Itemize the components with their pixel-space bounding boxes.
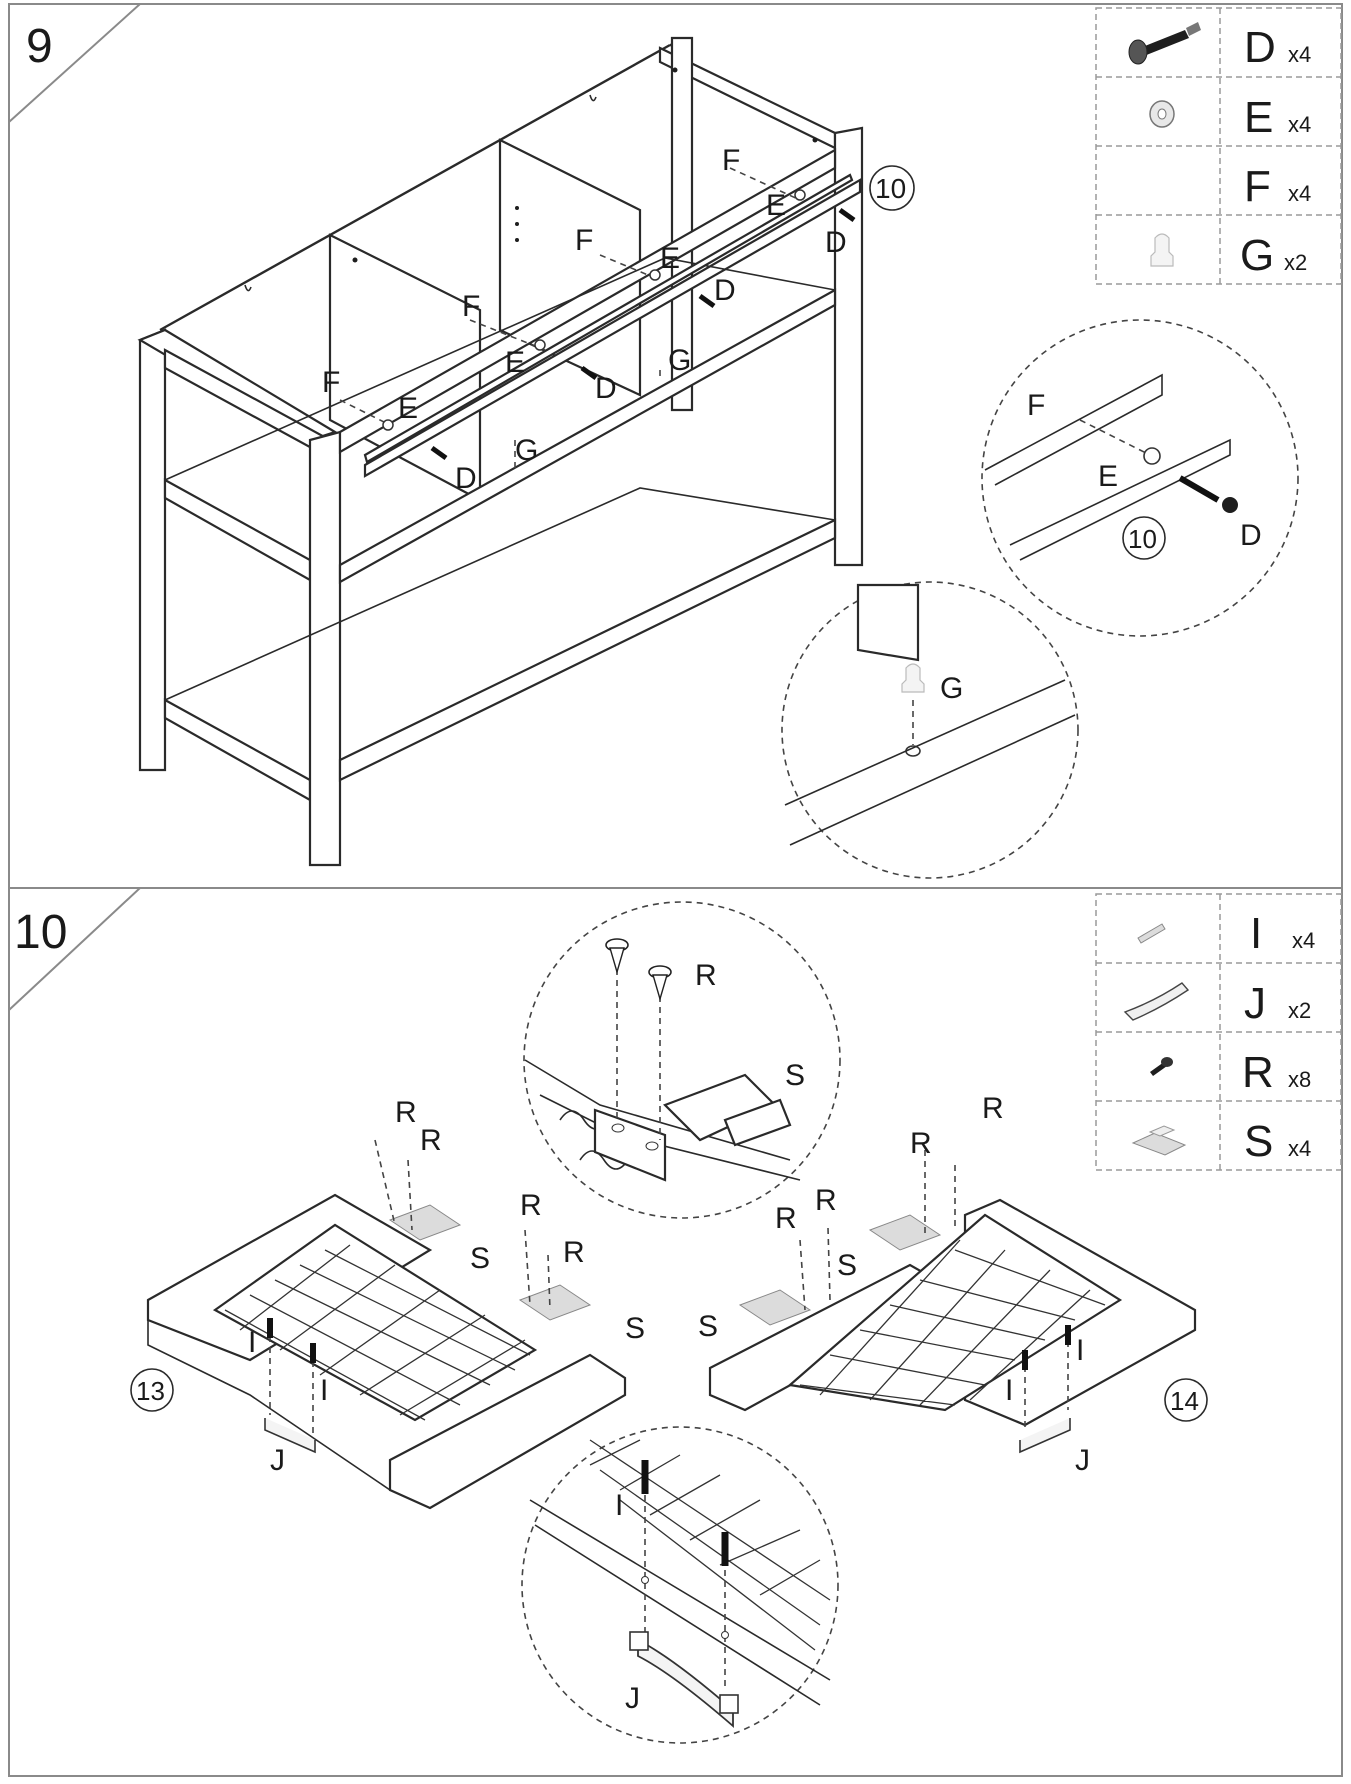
screw-icon: [1128, 22, 1201, 65]
step-10: 10 I x4 J x2 R x8: [8, 887, 1342, 1744]
screw-R-icon-a: [605, 938, 629, 975]
door-left-label-J: J: [270, 1444, 285, 1477]
door-right-number: 14: [1170, 1386, 1199, 1416]
door-left-label-S-1: S: [470, 1242, 490, 1275]
detail-label-E: E: [1098, 460, 1118, 493]
part-G-qty: x2: [1284, 250, 1307, 275]
label-E-4: E: [766, 189, 786, 222]
door-right-label-S-2: S: [698, 1310, 718, 1343]
door-right: R R R R S S I I J 14: [698, 1092, 1208, 1477]
label-F-3: F: [575, 224, 593, 257]
wood-screw-icon: [1150, 1057, 1173, 1076]
label-F-2: F: [462, 290, 480, 323]
door-left-label-R-1: R: [395, 1096, 417, 1129]
hinge-detail-label-R: R: [695, 959, 717, 992]
screw-R-icon-b: [648, 965, 672, 1002]
step-10-number: 10: [14, 906, 67, 959]
part-E-letter: E: [1244, 93, 1273, 142]
rail-fasteners: [339, 167, 856, 470]
label-D-1: D: [455, 462, 477, 495]
part-I-letter: I: [1250, 909, 1262, 958]
door-right-label-R-2: R: [815, 1184, 837, 1217]
detail-label-G: G: [940, 672, 963, 705]
part-D-qty: x4: [1288, 42, 1311, 67]
part-J-qty: x2: [1288, 998, 1311, 1023]
part-I-qty: x4: [1292, 928, 1315, 953]
bolt-icon: [1137, 923, 1166, 944]
door-right-label-S-1: S: [837, 1249, 857, 1282]
detail-handle: I J: [521, 1426, 839, 1744]
part-R-letter: R: [1242, 1048, 1274, 1097]
detail-pin: G: [781, 581, 1079, 879]
step-9-number: 9: [26, 20, 53, 73]
door-right-label-R-1: R: [775, 1202, 797, 1235]
door-right-label-I-2: I: [1076, 1334, 1084, 1367]
part-F-letter: F: [1244, 162, 1271, 211]
part-D-letter: D: [1244, 23, 1276, 72]
washer-icon: [1149, 100, 1175, 128]
part-S-letter: S: [1244, 1117, 1273, 1166]
step-10-panel: [8, 887, 1343, 1777]
label-G-1: G: [515, 434, 538, 467]
door-right-label-R-3: R: [910, 1127, 932, 1160]
door-right-label-R-4: R: [982, 1092, 1004, 1125]
door-left-label-R-4: R: [563, 1236, 585, 1269]
detail-label-F: F: [1027, 389, 1045, 422]
label-D-3: D: [714, 274, 736, 307]
door-left-label-R-2: R: [420, 1124, 442, 1157]
detail-rail: F E D 10: [981, 319, 1299, 637]
cabinet-frame: [137, 36, 864, 867]
door-left-label-S-2: S: [625, 1312, 645, 1345]
door-left: R R R R S S I I J 13: [130, 1096, 645, 1510]
door-right-hinges: [738, 1150, 956, 1326]
part-R-qty: x8: [1288, 1067, 1311, 1092]
part-J-letter: J: [1244, 979, 1266, 1028]
door-right-label-I-1: I: [1005, 1374, 1013, 1407]
part-G-letter: G: [1240, 231, 1274, 280]
hinge-detail-label-S: S: [785, 1059, 805, 1092]
label-F-1: F: [322, 366, 340, 399]
step-9-parts-table: D x4 E x4 F x4 G x2: [1095, 7, 1342, 285]
detail-rail-number: 10: [1128, 524, 1157, 554]
part-S-qty: x4: [1288, 1136, 1311, 1161]
part-F-qty: x4: [1288, 181, 1311, 206]
label-E-1: E: [398, 392, 418, 425]
rail-number: 10: [875, 173, 906, 204]
label-G-2: G: [668, 344, 691, 377]
shelf-pin-icon: [1150, 233, 1174, 267]
handle-detail-label-J: J: [625, 1682, 640, 1715]
handle-detail-label-I: I: [615, 1489, 623, 1522]
door-left-label-R-3: R: [520, 1189, 542, 1222]
part-E-qty: x4: [1288, 112, 1311, 137]
label-E-3: E: [660, 242, 680, 275]
door-right-label-J: J: [1075, 1444, 1090, 1477]
door-left-hinges: [374, 1139, 592, 1321]
door-left-label-I-1: I: [248, 1326, 256, 1359]
detail-hinge: R S: [523, 901, 841, 1219]
label-F-4: F: [722, 144, 740, 177]
label-D-4: D: [825, 226, 847, 259]
hinge-icon: [1131, 1125, 1187, 1156]
detail-label-D: D: [1240, 519, 1262, 552]
rail-number-circle: [869, 165, 915, 211]
door-left-number: 13: [136, 1376, 165, 1406]
label-D-2: D: [595, 372, 617, 405]
step-10-parts-table: I x4 J x2 R x8 S x4: [1095, 893, 1342, 1171]
door-left-label-I-2: I: [320, 1374, 328, 1407]
label-E-2: E: [505, 346, 525, 379]
step-9: 9 D x4 E x4 F x4: [8, 3, 1342, 879]
handle-icon: [1123, 982, 1190, 1021]
